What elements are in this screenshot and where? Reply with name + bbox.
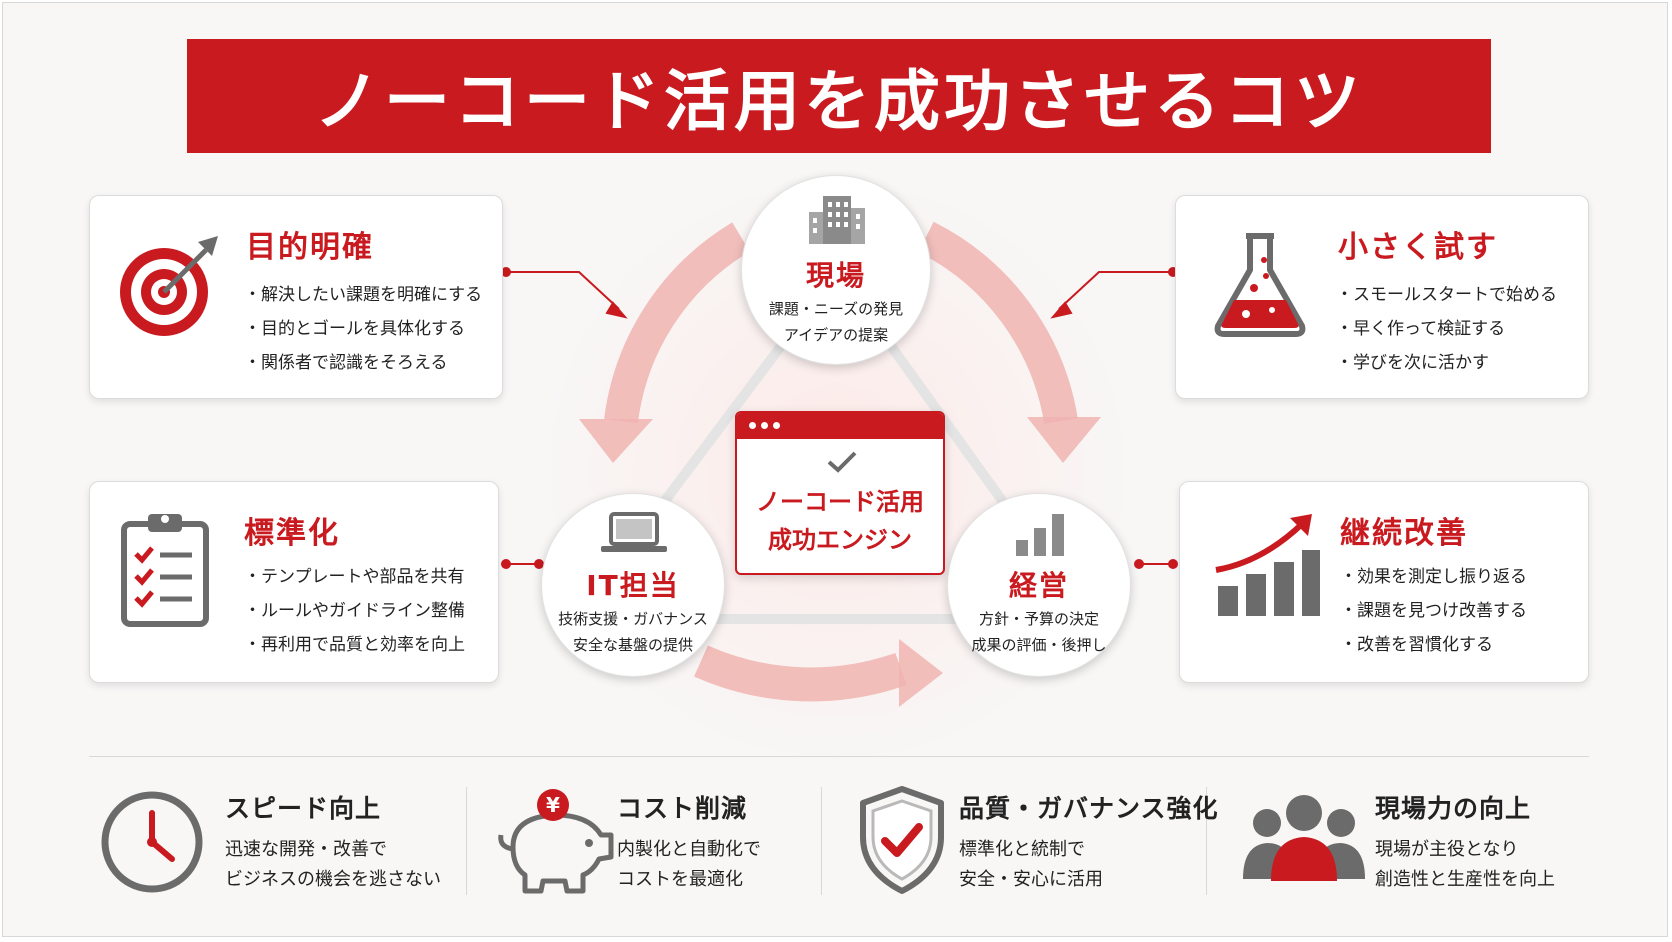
- node-it-title: IT担当: [586, 569, 680, 602]
- card-continuous-improvement-list: ・効果を測定し振り返る ・課題を見つけ改善する ・改善を習慣化する: [1340, 560, 1527, 662]
- list-item: ・改善を習慣化する: [1340, 635, 1493, 655]
- bar-chart-icon: [1016, 514, 1064, 556]
- target-icon: [120, 236, 218, 336]
- list-item: ・再利用で品質と効率を向上: [244, 635, 465, 655]
- list-item: ・早く作って検証する: [1336, 319, 1506, 339]
- benefit-quality-title: 品質・ガバナンス強化: [959, 794, 1219, 823]
- card-continuous-improvement-title: 継続改善: [1340, 516, 1468, 551]
- cycle-arrow-bottom: [694, 645, 907, 702]
- benefit-field-power-title: 現場力の向上: [1375, 794, 1532, 823]
- cycle-arrow-left: [604, 222, 750, 424]
- node-management: 経営 方針・予算の決定 成果の評価・後押し: [947, 493, 1131, 677]
- node-field-line: 課題・ニーズの発見: [768, 300, 904, 318]
- list-item: ・テンプレートや部品を共有: [244, 567, 465, 587]
- piggy-bank-icon: ¥: [498, 789, 614, 894]
- card-continuous-improvement: 継続改善 ・効果を測定し振り返る ・課題を見つけ改善する ・改善を習慣化する: [1179, 481, 1589, 683]
- building-icon: [809, 196, 865, 244]
- list-item: ・目的とゴールを具体化する: [244, 319, 465, 339]
- benefit-speed-title: スピード向上: [225, 794, 382, 823]
- list-item: ・課題を見つけ改善する: [1340, 601, 1527, 621]
- engine-line: ノーコード活用: [756, 488, 924, 516]
- engine-label: ノーコード活用 成功エンジン: [737, 483, 943, 559]
- benefit-cost-line: コストを最適化: [617, 869, 743, 890]
- clipboard-checklist-icon: [121, 514, 209, 627]
- benefit-speed: スピード向上 迅速な開発・改善で ビジネスの機会を逃さない: [89, 783, 459, 903]
- cycle-arrowhead-right: [1027, 417, 1101, 463]
- section-divider: [89, 756, 1589, 757]
- benefit-cost-title: コスト削減: [617, 794, 748, 823]
- card-standardize-list: ・テンプレートや部品を共有 ・ルールやガイドライン整備 ・再利用で品質と効率を向…: [244, 560, 465, 662]
- benefit-separator: [821, 787, 822, 895]
- node-management-line: 成果の評価・後押し: [971, 636, 1107, 654]
- benefit-quality-line: 標準化と統制で: [959, 839, 1085, 860]
- engine-window: ノーコード活用 成功エンジン: [735, 411, 945, 575]
- benefit-field-power-line: 現場が主役となり: [1375, 839, 1519, 860]
- clock-icon: [101, 791, 203, 893]
- benefit-speed-line: ビジネスの機会を逃さない: [225, 869, 441, 890]
- team-icon: [1243, 795, 1365, 881]
- list-item: ・ルールやガイドライン整備: [244, 601, 465, 621]
- list-item: ・学びを次に活かす: [1336, 353, 1489, 373]
- list-item: ・関係者で認識をそろえる: [244, 353, 448, 373]
- node-connectors: [657, 343, 1011, 624]
- card-small-start-list: ・スモールスタートで始める ・早く作って検証する ・学びを次に活かす: [1336, 278, 1557, 380]
- card-small-start-title: 小さく試す: [1338, 230, 1498, 265]
- node-management-line: 方針・予算の決定: [978, 610, 1099, 628]
- node-field: 現場 課題・ニーズの発見 アイデアの提案: [741, 175, 931, 365]
- card-small-start: 小さく試す ・スモールスタートで始める ・早く作って検証する ・学びを次に活かす: [1175, 195, 1589, 399]
- flask-icon: [1214, 233, 1306, 337]
- check-icon: [827, 451, 857, 473]
- benefit-separator: [466, 787, 467, 895]
- cycle-arrowhead-bottom: [899, 639, 943, 707]
- card-purpose: 目的明確 ・解決したい課題を明確にする ・目的とゴールを具体化する ・関係者で認…: [89, 195, 503, 399]
- list-item: ・スモールスタートで始める: [1336, 285, 1557, 305]
- growth-chart-icon: [1215, 514, 1320, 616]
- node-field-title: 現場: [805, 259, 866, 292]
- card-purpose-list: ・解決したい課題を明確にする ・目的とゴールを具体化する ・関係者で認識をそろえ…: [244, 278, 482, 380]
- benefit-quality: 品質・ガバナンス強化 標準化と統制で 安全・安心に活用: [849, 783, 1218, 903]
- laptop-icon: [601, 512, 667, 552]
- node-it-line: 安全な基盤の提供: [572, 636, 693, 654]
- card-standardize-title: 標準化: [244, 516, 340, 551]
- cycle-arrows: [604, 221, 1078, 702]
- benefit-cost: ¥ コスト削減 内製化と自動化で コストを最適化: [483, 783, 813, 903]
- card-standardize: 標準化 ・テンプレートや部品を共有 ・ルールやガイドライン整備 ・再利用で品質と…: [89, 481, 499, 683]
- cycle-arrow-right: [918, 221, 1078, 424]
- engine-line: 成功エンジン: [768, 526, 912, 554]
- page-title: ノーコード活用を成功させるコツ: [187, 39, 1491, 153]
- benefit-separator: [1206, 787, 1207, 895]
- benefit-cost-line: 内製化と自動化で: [617, 839, 761, 860]
- node-it: IT担当 技術支援・ガバナンス 安全な基盤の提供: [541, 493, 725, 677]
- engine-window-titlebar: [737, 413, 943, 439]
- shield-check-icon: [860, 786, 944, 894]
- benefit-speed-line: 迅速な開発・改善で: [225, 839, 387, 860]
- benefit-field-power: 現場力の向上 現場が主役となり 創造性と生産性を向上: [1229, 783, 1589, 903]
- list-item: ・効果を測定し振り返る: [1340, 567, 1527, 587]
- benefit-quality-line: 安全・安心に活用: [959, 869, 1103, 890]
- card-purpose-title: 目的明確: [246, 230, 374, 265]
- node-field-line: アイデアの提案: [783, 326, 889, 344]
- benefit-field-power-line: 創造性と生産性を向上: [1375, 869, 1555, 890]
- cycle-arrowhead-left: [579, 419, 653, 463]
- node-it-line: 技術支援・ガバナンス: [558, 610, 708, 628]
- list-item: ・解決したい課題を明確にする: [244, 285, 483, 305]
- coin-symbol: ¥: [546, 793, 560, 817]
- node-management-title: 経営: [1008, 569, 1069, 602]
